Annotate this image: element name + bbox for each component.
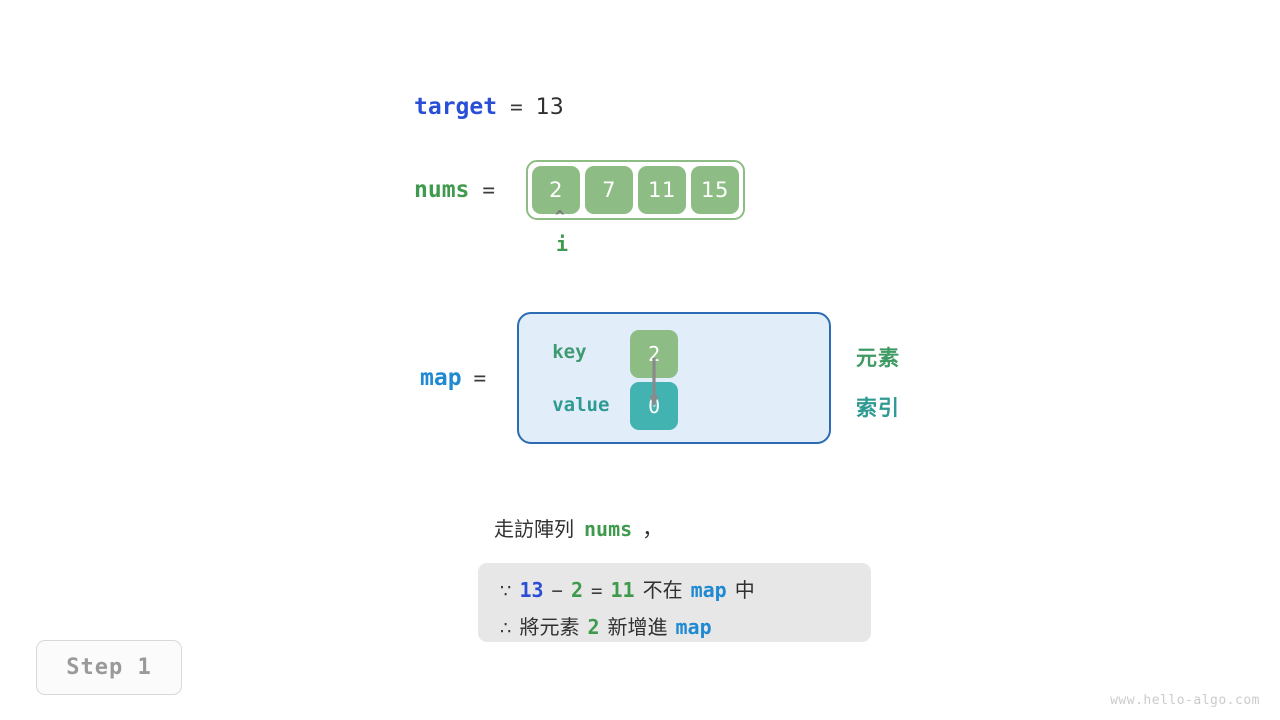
explain-token-addinto: 新增進	[607, 615, 668, 639]
explanation-line-therefore: ∴ 將元素 2 新增進 map	[500, 611, 712, 640]
nums-array: 2 7 11 15	[526, 160, 746, 220]
explain-token-addvalue: 2	[587, 615, 600, 639]
explain-token-target: 13	[519, 578, 544, 602]
explain-token-minus: −	[551, 580, 563, 602]
explanation-line-because: ∵ 13 − 2 = 11 不在 map 中	[500, 574, 755, 603]
map-container: key value 2 0	[517, 312, 832, 444]
explain-token-current: 2	[571, 578, 584, 602]
explain-token-map: map	[690, 578, 727, 602]
map-variable-label: map	[420, 364, 462, 391]
explain-token-complement: 11	[610, 578, 635, 602]
nums-variable-label: nums	[414, 176, 470, 203]
therefore-symbol-icon: ∴	[500, 618, 512, 639]
caption-code-token: nums	[584, 517, 633, 541]
map-value-label: value	[552, 394, 610, 416]
side-label-index: 索引	[856, 396, 900, 420]
array-cell: 11	[638, 166, 687, 214]
map-value-cell: 0	[630, 382, 679, 430]
map-key-label: key	[552, 341, 587, 363]
caption-text: 走訪陣列 nums ，	[494, 513, 663, 543]
explanation-box: ∵ 13 − 2 = 11 不在 map 中 ∴ 將元素 2 新增進 map	[478, 563, 871, 642]
map-key-cell: 2	[630, 330, 679, 378]
explain-token-notin: 不在	[642, 578, 683, 602]
step-badge: Step 1	[36, 640, 182, 695]
nums-equals-sign: =	[482, 177, 496, 202]
target-assignment: target = 13	[414, 94, 564, 120]
index-pointer-label: i	[556, 232, 569, 256]
target-equals-sign: =	[510, 95, 523, 119]
side-label-element: 元素	[856, 346, 900, 370]
array-cell: 15	[691, 166, 740, 214]
caption-prefix: 走訪陣列	[494, 517, 574, 541]
explain-token-addelement: 將元素	[519, 615, 580, 639]
explain-token-in: 中	[734, 578, 755, 602]
caption-suffix: ，	[642, 517, 664, 541]
explain-token-equals: =	[591, 580, 603, 602]
array-cell: 7	[585, 166, 634, 214]
target-value: 13	[535, 95, 564, 120]
explain-token-map2: map	[675, 615, 712, 639]
map-equals-sign: =	[473, 365, 487, 390]
watermark: www.hello-algo.com	[1110, 693, 1260, 708]
target-variable-label: target	[414, 94, 498, 120]
nums-assignment: nums = 2 7 11 15	[414, 160, 746, 220]
because-symbol-icon: ∵	[500, 581, 512, 602]
array-cell: 2	[532, 166, 581, 214]
index-pointer-caret-icon: ^	[555, 207, 565, 226]
map-assignment: map = key value 2 0	[420, 312, 832, 444]
